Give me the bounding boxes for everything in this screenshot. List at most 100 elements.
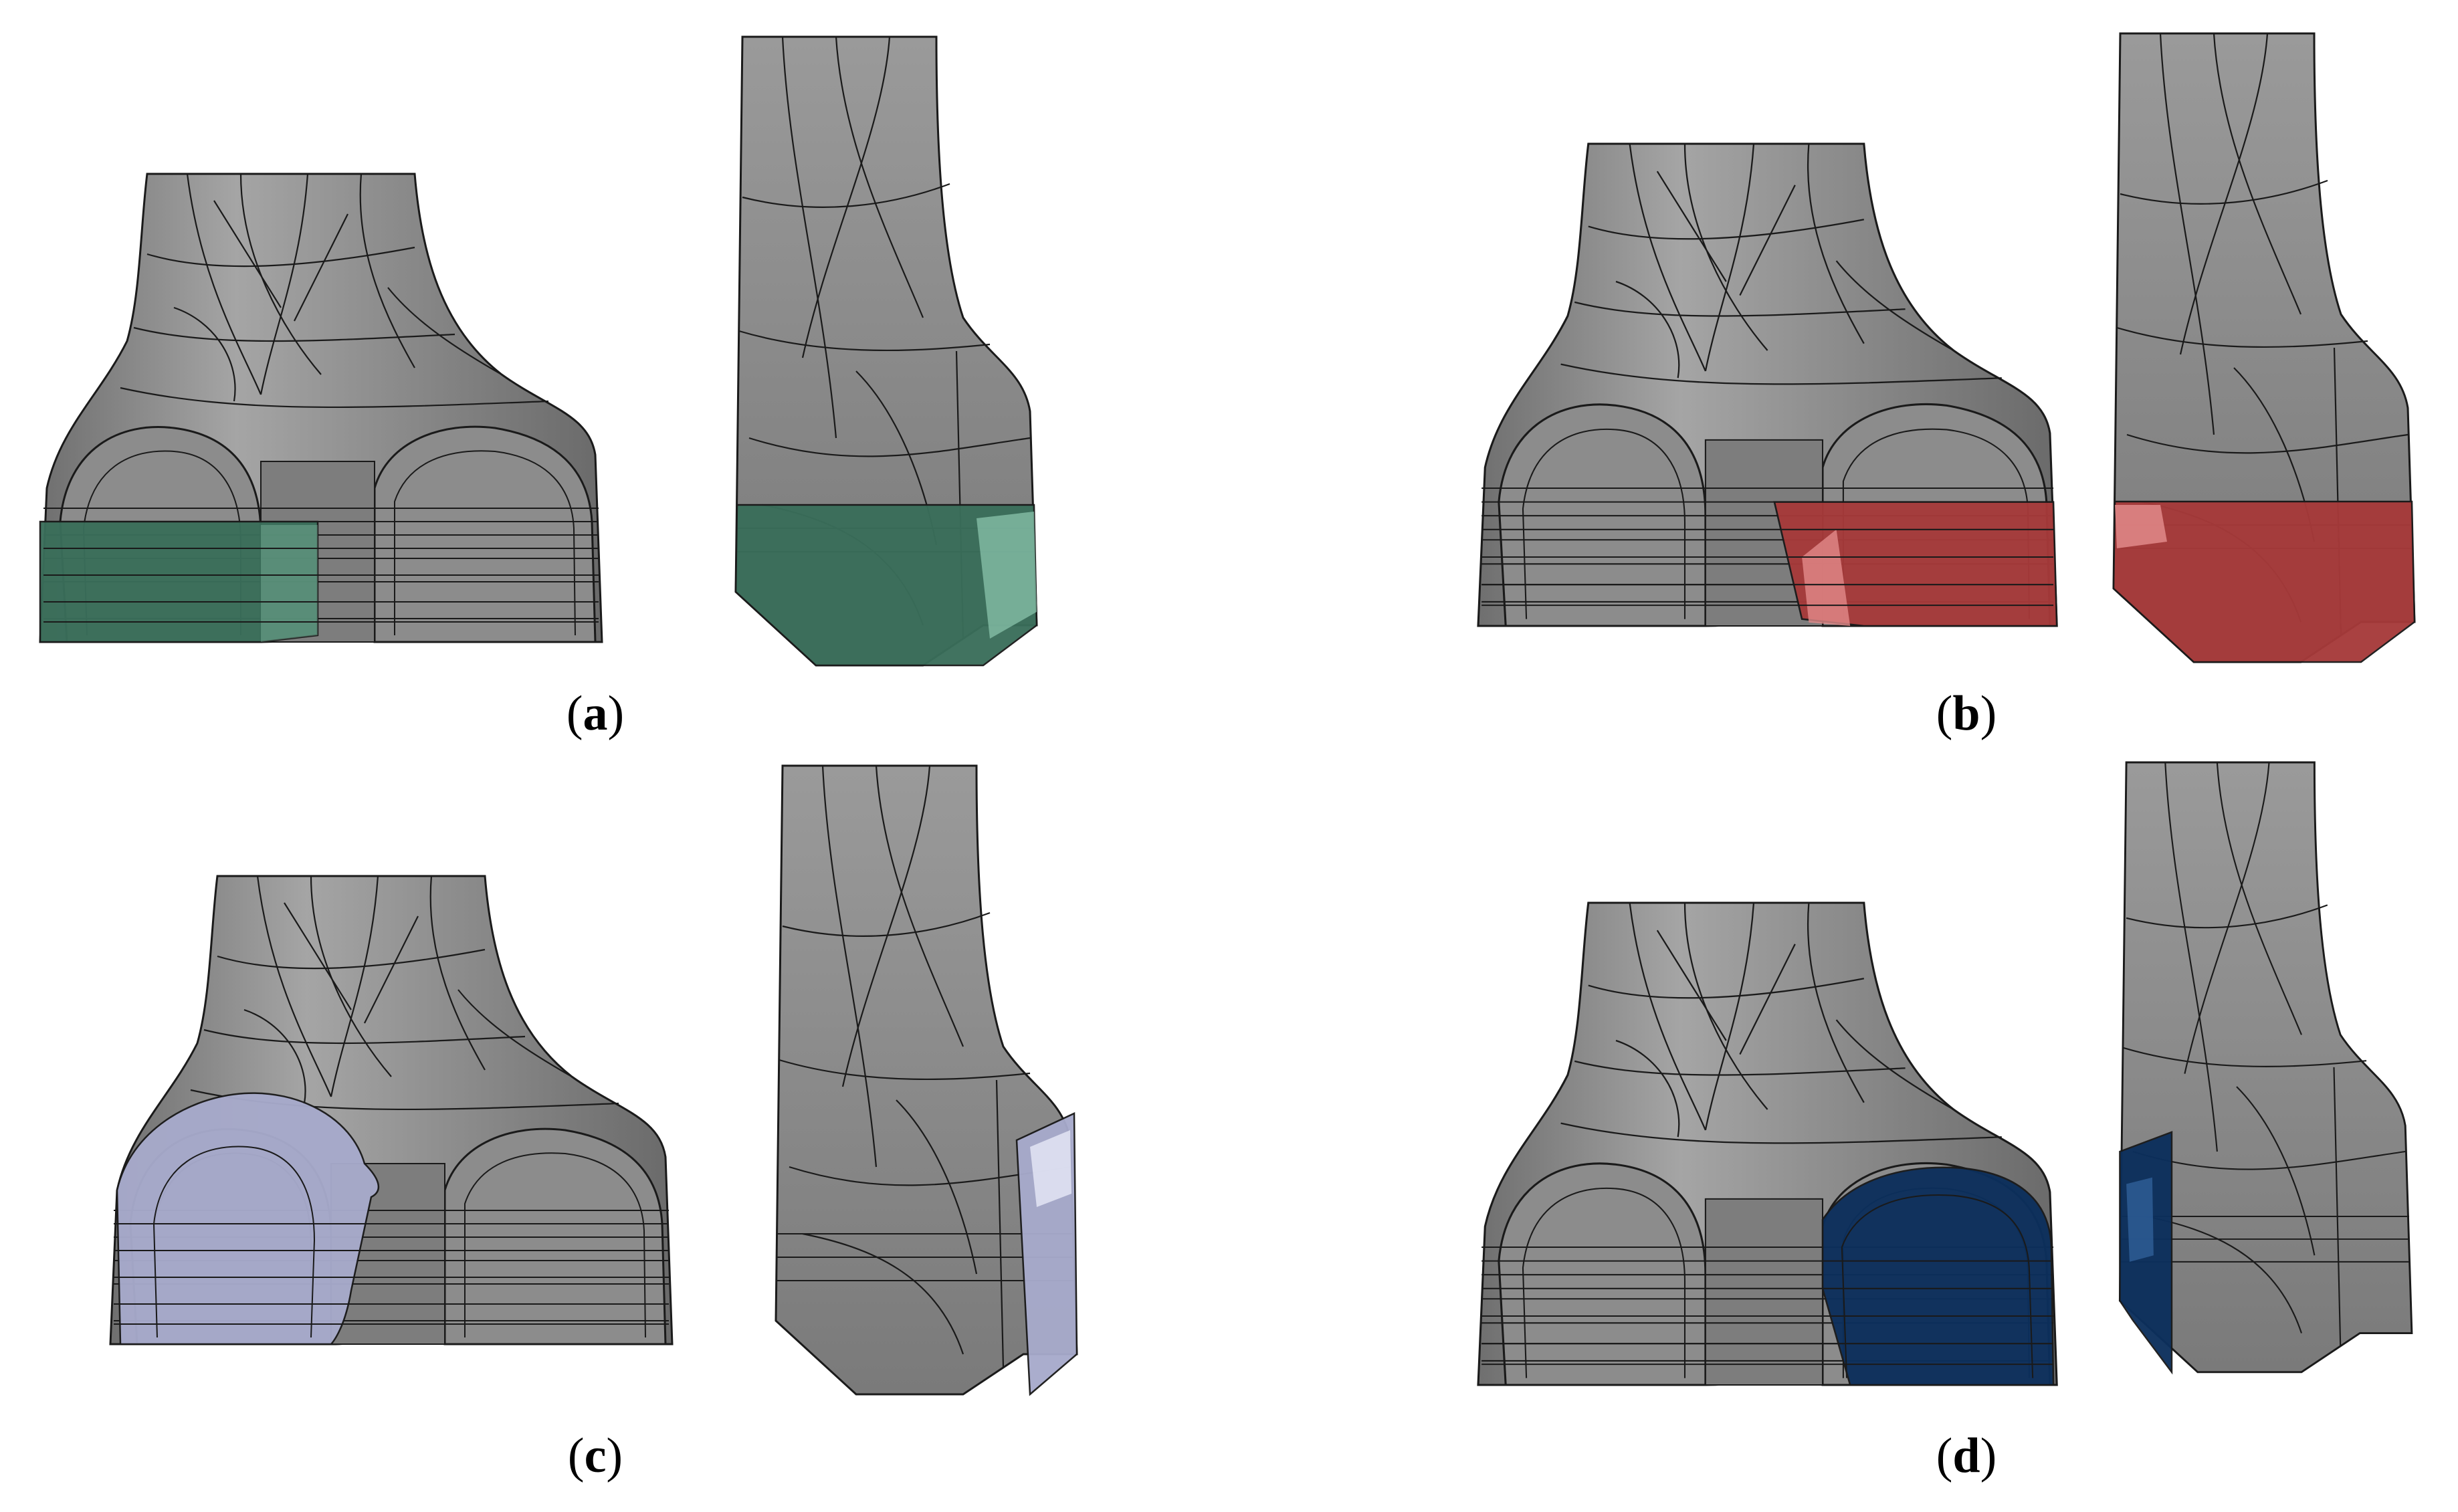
caption-a: (a)	[566, 686, 625, 741]
panel-c-front-mesh-line-8	[364, 915, 419, 1024]
panel-a-front-mesh-line-8	[294, 213, 348, 322]
panel-d-front-mesh-line-2	[1704, 902, 1755, 1131]
panel-d-side-mesh-line-5	[2132, 1150, 2406, 1170]
panel-b-front-view	[1477, 142, 2058, 627]
panel-b-side-mesh-line-1	[2213, 33, 2302, 315]
panel-b-front-mesh-line-8	[1739, 185, 1796, 296]
panel-b-side-region-highlight	[2115, 505, 2167, 548]
panel-a	[39, 35, 1038, 667]
panel-a-front-mesh-line-6	[120, 387, 549, 409]
panel-b-front-mesh-line-10	[1835, 260, 1954, 351]
panel-d-side-mesh-line-3	[2126, 904, 2328, 929]
panel-a-side-mesh-line-3	[742, 183, 950, 208]
panel-a-front-region-shade	[261, 525, 318, 642]
panel-a-front-mesh-line-4	[146, 246, 415, 267]
panel-b-side-region	[2112, 500, 2416, 663]
panel-c-front-mesh-line-9	[243, 1008, 306, 1104]
panel-a-front-mesh-line-5	[133, 326, 455, 342]
panel-b-front-mesh-line-0	[1629, 143, 1706, 372]
panel-c-front-mesh-line-0	[256, 875, 332, 1097]
panel-a-side-mesh-line-2	[801, 36, 891, 358]
panel-b-front-mesh-line-3	[1807, 143, 1865, 344]
panel-d-front-view	[1477, 901, 2058, 1386]
panel-b-side-mesh-line-4	[2116, 326, 2368, 348]
panel-d-front-region-ring	[1841, 1194, 2034, 1378]
caption-b: (b)	[1936, 686, 1997, 741]
panel-d-side-mesh-line-4	[2122, 1047, 2367, 1067]
panel-c-side-mesh-line-1	[875, 765, 964, 1047]
panel-d-front-region	[1821, 1166, 2055, 1386]
panel-d-side-mesh-line-0	[2164, 762, 2218, 1152]
panel-a-side-mesh-line-5	[748, 437, 1031, 457]
panel-b-front-mesh-line-5	[1574, 301, 1906, 317]
panel-c-side-mesh-line-0	[821, 765, 878, 1168]
panel-a-front-mesh-line-9	[173, 306, 236, 402]
panel-a-side-mesh-line-4	[738, 330, 991, 352]
panel-c-front-mesh-line-1	[310, 875, 392, 1077]
panel-c-front-view	[109, 875, 674, 1345]
panel-a-front-mesh-line-1	[239, 173, 322, 375]
panel-c-front-region-ring	[152, 1146, 316, 1338]
panel-a-front-medial-condyle-ring	[394, 450, 576, 636]
panel-c	[109, 764, 1078, 1396]
panel-a-front-mesh-line-10	[387, 287, 502, 375]
panel-b-front-lateral-condyle-ring	[1522, 428, 1686, 619]
panel-a-side-view	[734, 35, 1038, 667]
panel-c-side-mesh-line-6	[896, 1099, 978, 1275]
panel-a-front-mesh-line-0	[186, 173, 262, 395]
panel-b-front-mesh-line-9	[1615, 280, 1680, 379]
panel-c-side-mesh-line-4	[779, 1059, 1031, 1081]
panel-a-front-lateral-condyle-ring	[82, 450, 241, 636]
panel-c-side-mesh-line-7	[802, 1232, 964, 1355]
panel-d-front-mesh-line-7	[1656, 930, 1727, 1041]
panel-b-front-region-highlight	[1802, 529, 1851, 626]
panel-d-side-region-highlight	[2126, 1177, 2154, 1262]
panel-a-front-mesh-line-3	[359, 173, 415, 368]
panel-b-side-view	[2112, 32, 2416, 663]
panel-a-front-mesh-line-7	[213, 200, 282, 308]
panel-d-front-mesh-line-3	[1807, 902, 1865, 1103]
panel-c-front-mesh-line-4	[217, 948, 486, 970]
panel-b-side-mesh-line-0	[2159, 33, 2215, 435]
panel-c-side-region-highlight	[1030, 1130, 1071, 1207]
caption-c: (c)	[567, 1428, 623, 1483]
panel-d-side-mesh-line-8	[2333, 1067, 2342, 1347]
panel-c-front-mesh-line-2	[330, 875, 379, 1097]
panel-d-front-mesh-line-10	[1835, 1019, 1954, 1110]
panel-c-side-mesh-line-2	[841, 765, 931, 1087]
panel-a-side-region-highlight	[977, 512, 1037, 639]
panel-c-front-mesh-line-3	[429, 875, 486, 1071]
panel-d-front-mesh-line-0	[1629, 902, 1706, 1131]
panel-d-side-mesh-line-1	[2216, 762, 2302, 1035]
panel-d-side-view	[2118, 761, 2413, 1375]
panel-a-side-mesh-line-0	[781, 36, 837, 439]
panel-b-front-mesh-line-1	[1683, 143, 1768, 351]
panel-c-side-mesh-line-3	[782, 911, 991, 937]
caption-d: (d)	[1936, 1428, 1997, 1483]
panel-b-front-mesh-line-4	[1588, 219, 1865, 240]
panel-a-side-region	[734, 504, 1038, 667]
panel-d-front-mesh-line-8	[1739, 944, 1796, 1055]
panel-a-front-view	[39, 173, 603, 643]
panel-c-side-view	[775, 764, 1078, 1396]
panel-d-front-mesh-line-1	[1683, 902, 1768, 1110]
panel-b-front-mesh-line-2	[1704, 143, 1755, 372]
panel-d-front-mesh-line-6	[1560, 1122, 2002, 1144]
panel-b-side-mesh-line-5	[2126, 433, 2409, 454]
panel-a-side-mesh-line-1	[835, 36, 924, 318]
panel-c-front-mesh-line-7	[284, 902, 352, 1010]
panel-b-side-mesh-line-2	[2179, 33, 2269, 355]
panel-b	[1477, 32, 2416, 663]
panel-b-side-mesh-line-3	[2120, 179, 2328, 205]
panel-d-front-lateral-condyle-ring	[1522, 1187, 1686, 1378]
panel-d-front-mesh-line-5	[1574, 1060, 1906, 1076]
panel-c-side-mesh-line-8	[995, 1079, 1005, 1368]
panel-d-front-mesh-line-9	[1615, 1039, 1680, 1138]
panel-d-front-mesh-line-4	[1588, 978, 1865, 999]
panel-d-front-notch	[1704, 1198, 1824, 1386]
panel-b-front-mesh-line-6	[1560, 363, 2002, 385]
panel-b-front-mesh-line-7	[1656, 171, 1727, 282]
panel-c-front-mesh-line-5	[203, 1029, 526, 1045]
panel-d	[1477, 761, 2413, 1386]
